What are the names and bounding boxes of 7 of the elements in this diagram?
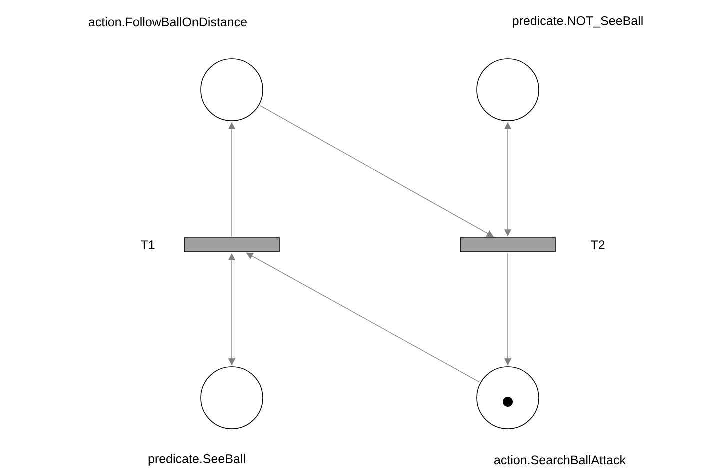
place-label: action.FollowBallOnDistance <box>88 17 247 27</box>
place-label: predicate.SeeBall <box>148 454 246 466</box>
arrow <box>260 106 494 238</box>
transition-label: T2 <box>591 240 605 250</box>
place-label: predicate.NOT_SeeBall <box>513 16 643 28</box>
place-label: action.SearchBallAttack <box>494 455 626 465</box>
transition-label: T1 <box>141 240 155 250</box>
